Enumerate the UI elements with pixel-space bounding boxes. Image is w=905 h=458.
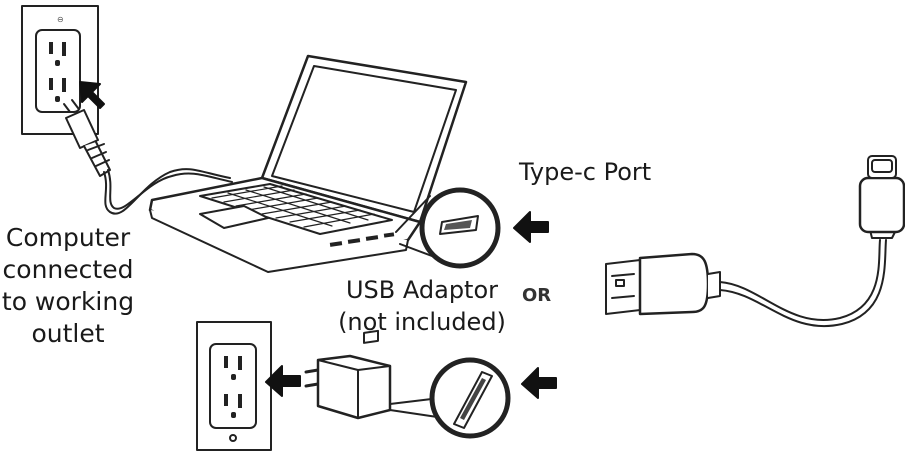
computer-label-line: to working	[1, 287, 135, 316]
wall-outlet-top-icon: ⊖	[21, 5, 99, 135]
adapter-port-zoom-icon	[429, 357, 511, 439]
wall-outlet-bottom-icon	[196, 321, 272, 451]
usb-adaptor-label-line: USB Adaptor	[345, 276, 499, 304]
usb-adaptor-note: (not included)	[338, 308, 506, 336]
power-plug-icon	[63, 99, 233, 215]
computer-label-line: outlet	[31, 319, 105, 348]
or-label: OR	[522, 285, 552, 306]
laptop-icon	[148, 54, 468, 273]
arrow-outlet-bottom-icon	[265, 365, 301, 397]
type-c-port-label: Type-c Port	[519, 158, 652, 186]
svg-text:⊖: ⊖	[57, 15, 64, 24]
computer-label-line: connected	[2, 255, 134, 284]
computer-label-line: Computer	[5, 223, 131, 252]
computer-connected-label: Computer connected to working outlet	[0, 222, 136, 350]
usb-port-zoom-icon	[395, 187, 501, 269]
arrow-outlet-top-icon	[79, 81, 105, 109]
usb-c-cable-icon	[605, 155, 905, 327]
usb-adaptor-label: USB Adaptor (not included)	[332, 274, 512, 338]
usb-wall-adapter-icon	[304, 329, 445, 420]
arrow-laptop-port-icon	[513, 211, 549, 243]
arrow-adapter-port-icon	[521, 367, 557, 399]
